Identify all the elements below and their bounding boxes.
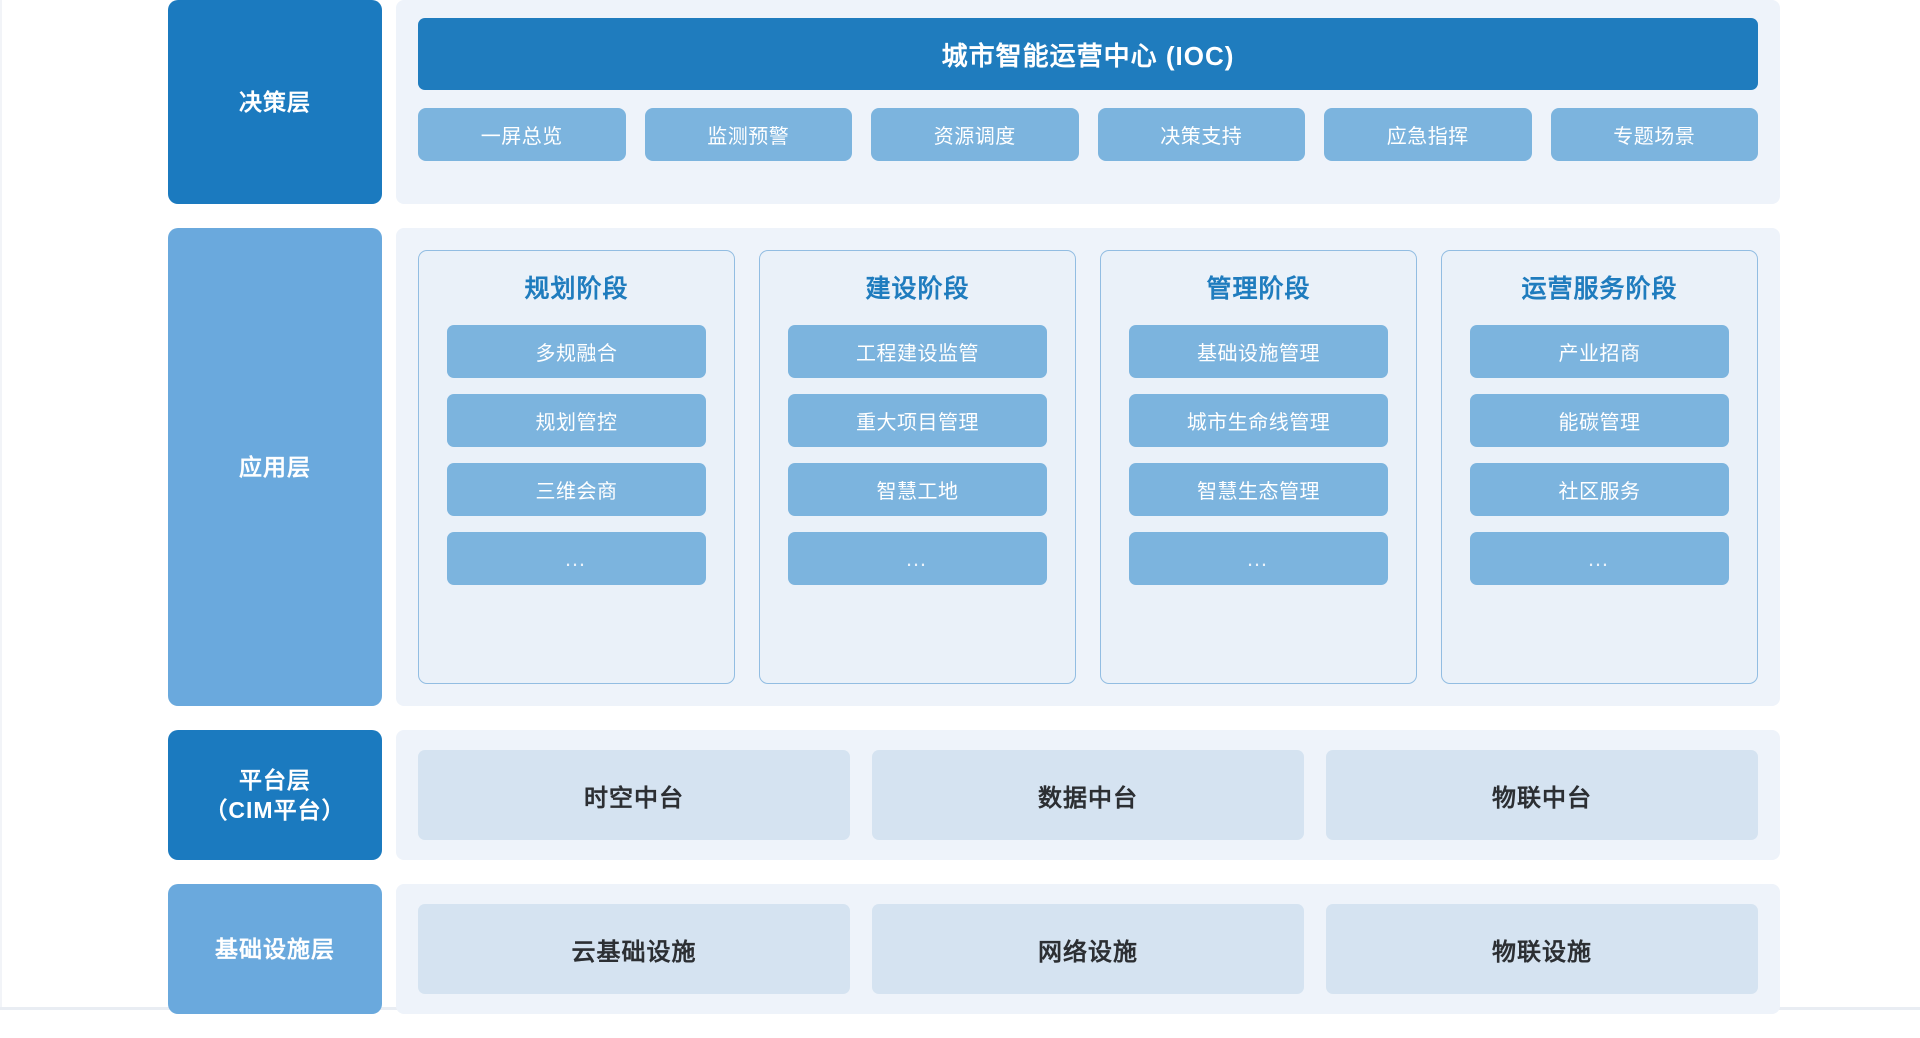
platform-card-1[interactable]: 时空中台 <box>418 750 850 840</box>
layer-label-platform-line1: 平台层 <box>238 766 311 793</box>
stage-item[interactable]: 智慧工地 <box>788 463 1047 516</box>
platform-card-3[interactable]: 物联中台 <box>1326 750 1758 840</box>
stage-item[interactable]: 三维会商 <box>447 463 706 516</box>
decision-panel: 城市智能运营中心 (IOC) 一屏总览 监测预警 资源调度 决策支持 应急指挥 … <box>396 0 1780 204</box>
platform-card-2[interactable]: 数据中台 <box>872 750 1304 840</box>
stage-item[interactable]: 社区服务 <box>1470 463 1729 516</box>
stage-title-construction: 建设阶段 <box>865 275 970 303</box>
layer-decision: 决策层 城市智能运营中心 (IOC) 一屏总览 监测预警 资源调度 决策支持 应… <box>168 0 1780 204</box>
stage-items-operation: 产业招商 能碳管理 社区服务 … <box>1470 325 1729 585</box>
layer-label-platform-line2: （CIM平台） <box>204 797 346 823</box>
stage-item[interactable]: 重大项目管理 <box>788 394 1047 447</box>
layer-label-infrastructure[interactable]: 基础设施层 <box>168 884 382 1014</box>
architecture-diagram: 决策层 城市智能运营中心 (IOC) 一屏总览 监测预警 资源调度 决策支持 应… <box>0 0 1920 1014</box>
stage-item-more[interactable]: … <box>788 532 1047 585</box>
decision-chip-3[interactable]: 资源调度 <box>871 108 1079 161</box>
stage-item[interactable]: 多规融合 <box>447 325 706 378</box>
layer-stack: 决策层 城市智能运营中心 (IOC) 一屏总览 监测预警 资源调度 决策支持 应… <box>168 0 1780 1038</box>
layer-application: 应用层 规划阶段 多规融合 规划管控 三维会商 … 建设阶段 工程建设监管 重 <box>168 228 1780 706</box>
layer-infrastructure: 基础设施层 云基础设施 网络设施 物联设施 <box>168 884 1780 1014</box>
decision-chip-6[interactable]: 专题场景 <box>1550 108 1758 161</box>
stage-item-more[interactable]: … <box>1129 532 1388 585</box>
infrastructure-panel: 云基础设施 网络设施 物联设施 <box>396 884 1780 1014</box>
infrastructure-card-3[interactable]: 物联设施 <box>1326 904 1758 994</box>
stage-items-construction: 工程建设监管 重大项目管理 智慧工地 … <box>788 325 1047 585</box>
infrastructure-card-1[interactable]: 云基础设施 <box>418 904 850 994</box>
infrastructure-card-2[interactable]: 网络设施 <box>872 904 1304 994</box>
stage-title-planning: 规划阶段 <box>524 275 629 303</box>
platform-panel: 时空中台 数据中台 物联中台 <box>396 730 1780 860</box>
stage-item[interactable]: 产业招商 <box>1470 325 1729 378</box>
decision-chip-1[interactable]: 一屏总览 <box>418 108 626 161</box>
stage-item[interactable]: 规划管控 <box>447 394 706 447</box>
stage-card-construction[interactable]: 建设阶段 工程建设监管 重大项目管理 智慧工地 … <box>759 250 1076 684</box>
stage-item[interactable]: 基础设施管理 <box>1129 325 1388 378</box>
layer-label-decision[interactable]: 决策层 <box>168 0 382 204</box>
stage-items-management: 基础设施管理 城市生命线管理 智慧生态管理 … <box>1129 325 1388 585</box>
stage-items-planning: 多规融合 规划管控 三维会商 … <box>447 325 706 585</box>
stage-card-operation[interactable]: 运营服务阶段 产业招商 能碳管理 社区服务 … <box>1441 250 1758 684</box>
stage-card-planning[interactable]: 规划阶段 多规融合 规划管控 三维会商 … <box>418 250 735 684</box>
layer-label-application[interactable]: 应用层 <box>168 228 382 706</box>
stage-item[interactable]: 城市生命线管理 <box>1129 394 1388 447</box>
stage-title-management: 管理阶段 <box>1206 275 1311 303</box>
decision-chip-5[interactable]: 应急指挥 <box>1324 108 1532 161</box>
stage-item-more[interactable]: … <box>1470 532 1729 585</box>
layer-label-platform[interactable]: 平台层 （CIM平台） <box>168 730 382 860</box>
decision-chip-4[interactable]: 决策支持 <box>1097 108 1305 161</box>
stage-card-management[interactable]: 管理阶段 基础设施管理 城市生命线管理 智慧生态管理 … <box>1100 250 1417 684</box>
ioc-banner[interactable]: 城市智能运营中心 (IOC) <box>418 18 1758 90</box>
stage-title-operation: 运营服务阶段 <box>1521 275 1678 303</box>
stage-item[interactable]: 能碳管理 <box>1470 394 1729 447</box>
stage-item[interactable]: 智慧生态管理 <box>1129 463 1388 516</box>
layer-platform: 平台层 （CIM平台） 时空中台 数据中台 物联中台 <box>168 730 1780 860</box>
application-panel: 规划阶段 多规融合 规划管控 三维会商 … 建设阶段 工程建设监管 重大项目管理… <box>396 228 1780 706</box>
decision-chip-2[interactable]: 监测预警 <box>644 108 852 161</box>
left-edge-rule <box>0 0 2 1010</box>
decision-chip-row: 一屏总览 监测预警 资源调度 决策支持 应急指挥 专题场景 <box>418 108 1758 161</box>
stage-item-more[interactable]: … <box>447 532 706 585</box>
stage-item[interactable]: 工程建设监管 <box>788 325 1047 378</box>
